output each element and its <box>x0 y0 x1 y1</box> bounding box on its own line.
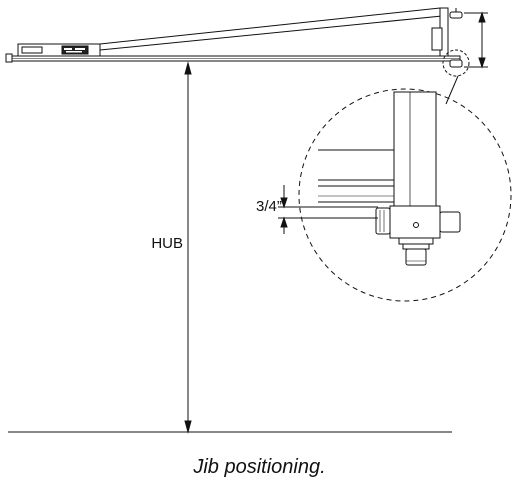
jib-arm <box>5 7 470 105</box>
detail-view <box>278 88 512 302</box>
arm-height-dimension <box>464 11 488 69</box>
detail-dimension-label: 3/4” <box>256 198 282 215</box>
hub-height-dimension <box>184 61 192 434</box>
figure-caption: Jib positioning. <box>193 456 326 478</box>
hub-label: HUB <box>151 235 183 252</box>
